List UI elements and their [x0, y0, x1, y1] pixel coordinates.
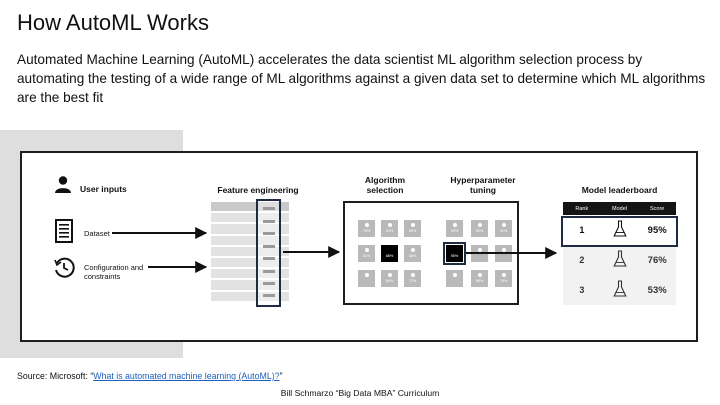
hyperparameter-tile: 79%: [495, 270, 512, 287]
rank-value: 1: [579, 225, 585, 235]
algorithm-tile: 36%: [404, 245, 421, 262]
hyperparameter-tile: 90%: [471, 220, 488, 237]
leaderboard-header: Rank Model Score: [563, 202, 676, 215]
flask-icon: [601, 279, 639, 301]
feature-engineering-label: Feature engineering: [217, 185, 299, 195]
flask-icon: [601, 219, 639, 241]
feature-table-row: [211, 280, 289, 290]
feature-bar: [263, 270, 275, 273]
feature-table-row: [211, 291, 289, 301]
algo-label-line-1: Algorithm: [364, 175, 406, 185]
feature-table-row: [211, 246, 289, 256]
leaderboard-row: 1 95%: [563, 215, 676, 245]
feature-bar: [263, 257, 275, 260]
score-value: 76%: [647, 254, 667, 266]
selected-algorithm-tile: 88%: [381, 245, 398, 262]
leaderboard-row: 2 76%: [563, 245, 676, 275]
algorithm-tile: [358, 270, 375, 287]
hyperparameter-tile: 93%: [446, 220, 463, 237]
feature-bar: [263, 294, 275, 297]
score-header: Score: [649, 205, 665, 212]
config-label: Configuration and constraints: [84, 263, 143, 281]
hyper-label-line-2: tuning: [470, 185, 496, 195]
feature-table-row: [211, 235, 289, 245]
model-header: Model: [612, 205, 627, 212]
score-value: 95%: [647, 224, 667, 236]
hyperparameter-tile: [446, 270, 463, 287]
source-suffix: ”: [279, 371, 283, 381]
hyper-label-line-1: Hyperparameter: [450, 175, 516, 185]
source-link[interactable]: What is automated machine learning (Auto…: [93, 371, 280, 381]
user-inputs-label: User inputs: [80, 184, 127, 194]
feature-table-row: [211, 257, 289, 268]
intro-paragraph: Automated Machine Learning (AutoML) acce…: [17, 52, 706, 105]
hyperparameter-tile: 31%: [495, 220, 512, 237]
source-citation: Source: Microsoft: “What is automated ma…: [17, 371, 283, 381]
top-model-highlight: [561, 216, 678, 247]
score-value: 53%: [647, 284, 667, 296]
feature-bar: [263, 220, 275, 223]
config-label-line-1: Configuration and: [84, 263, 144, 272]
document-icon: [55, 219, 73, 243]
feature-table: [211, 202, 289, 303]
feature-bar: [263, 282, 275, 285]
feature-bar: [263, 245, 275, 248]
feature-bar: [263, 232, 275, 235]
feature-table-row: [211, 269, 289, 279]
slide-title: How AutoML Works: [17, 10, 209, 35]
algorithm-tile: 54%: [381, 270, 398, 287]
rank-header: Rank: [575, 205, 589, 212]
dataset-label: Dataset: [84, 229, 110, 238]
clock-icon: [54, 257, 75, 278]
feature-table-row: [211, 213, 289, 223]
flask-icon: [601, 249, 639, 271]
algorithm-tile: 41%: [358, 245, 375, 262]
feature-table-header: [211, 202, 289, 212]
user-icon: [55, 176, 71, 193]
algorithm-tile: 34%: [381, 220, 398, 237]
algorithm-tile: 82%: [404, 220, 421, 237]
engineered-feature-highlight: [256, 199, 281, 307]
curriculum-credit: Bill Schmarzo “Big Data MBA” Curriculum: [280, 388, 440, 398]
algo-label-line-2: selection: [366, 185, 404, 195]
hyperparameter-tile: 89%: [471, 270, 488, 287]
feature-bar: [263, 207, 275, 210]
leaderboard-table: Rank Model Score 1 95% 2 76% 3 53%: [563, 202, 676, 305]
leaderboard-row: 3 53%: [563, 275, 676, 305]
hyperparameter-tuning-label: Hyperparameter tuning: [440, 175, 526, 195]
rank-value: 2: [579, 255, 585, 265]
rank-value: 3: [579, 285, 585, 295]
algorithm-tile: 72%: [404, 270, 421, 287]
best-hyperparameter-tile: 95%: [443, 242, 466, 265]
algorithm-selection-label: Algorithm selection: [350, 175, 420, 195]
model-leaderboard-label: Model leaderboard: [581, 185, 658, 195]
feature-table-row: [211, 224, 289, 234]
source-prefix: Source: Microsoft: “: [17, 371, 94, 381]
algorithm-tile: 76%: [358, 220, 375, 237]
config-label-line-2: constraints: [84, 272, 121, 281]
